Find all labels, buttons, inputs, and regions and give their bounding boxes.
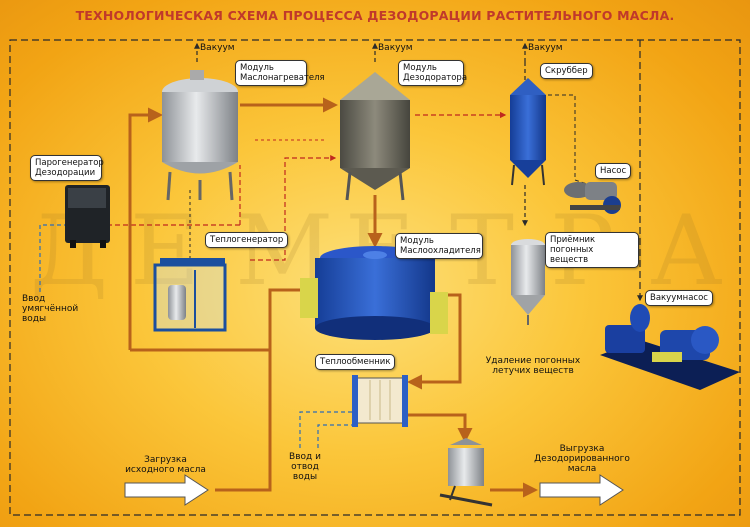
label-water-io: Ввод и отвод воды bbox=[289, 452, 321, 482]
pump bbox=[564, 182, 621, 214]
callout-scrubber: Скруббер bbox=[540, 63, 593, 79]
callout-deodorator: Модуль Дезодоратора bbox=[398, 60, 467, 86]
deodorator-tank bbox=[340, 72, 410, 201]
scrubber bbox=[510, 78, 546, 186]
vacuum-label-scrubber: Вакуум bbox=[528, 43, 563, 53]
callout-vacuum-pump: Вакуумнасос bbox=[645, 290, 713, 306]
pipe-load-cooler bbox=[215, 288, 305, 492]
diagram-title: ТЕХНОЛОГИЧЕСКАЯ СХЕМА ПРОЦЕССА ДЕЗОДОРАЦ… bbox=[75, 8, 675, 23]
vacuum-label-deodorator: Вакуум bbox=[378, 43, 413, 53]
watermark-letter: Е bbox=[130, 195, 201, 307]
unload-arrow bbox=[539, 474, 624, 506]
receiver bbox=[511, 239, 545, 325]
callout-heater: Модуль Маслонагревателя bbox=[235, 60, 325, 86]
cooler-module bbox=[300, 246, 448, 340]
vacuum-label-heater: Вакуум bbox=[200, 43, 235, 53]
callout-heat-generator: Теплогенератор bbox=[205, 232, 289, 248]
heat-exchanger bbox=[352, 375, 408, 427]
label-removal: Удаление погонных летучих веществ bbox=[485, 356, 581, 376]
callout-receiver: Приёмник погонных веществ bbox=[545, 232, 639, 268]
filter-unit bbox=[439, 438, 493, 507]
callout-steam-generator: Парогенератор Дезодорации bbox=[30, 155, 104, 181]
heat-generator bbox=[153, 258, 227, 332]
pipe-to-heater bbox=[128, 107, 163, 350]
steam-generator bbox=[65, 185, 110, 248]
callout-pump: Насос bbox=[595, 163, 632, 179]
heater-tank bbox=[162, 70, 238, 201]
label-load: Загрузка исходного масла bbox=[125, 455, 206, 475]
outer-dashed-loop bbox=[9, 39, 741, 516]
label-unload: Выгрузка Дезодорированного масла bbox=[534, 444, 630, 474]
watermark-letter: А bbox=[650, 195, 723, 307]
callout-heat-exchanger: Теплообменник bbox=[315, 354, 396, 370]
vacuum-pump-unit bbox=[600, 304, 740, 390]
load-arrow bbox=[124, 474, 209, 506]
pipe-cooler-exchanger bbox=[407, 293, 462, 390]
callout-cooler: Модуль Маслоохладителя bbox=[395, 233, 483, 259]
label-water-in: Ввод умягчённой воды bbox=[22, 294, 79, 324]
